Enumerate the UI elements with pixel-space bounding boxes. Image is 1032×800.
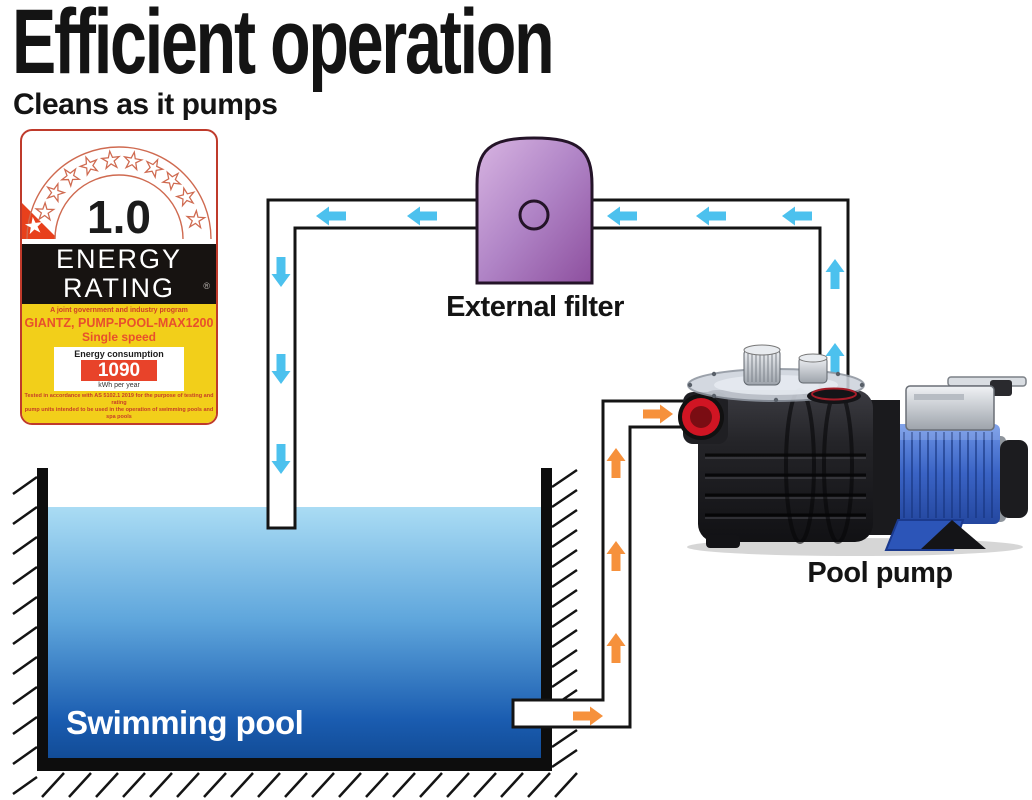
pump-outlet-collar (807, 388, 861, 404)
filter-port-circle (518, 199, 550, 231)
rating-star-icon (122, 149, 144, 171)
rating-star-icon (174, 184, 200, 210)
pool-left-wall (37, 468, 48, 770)
page-title: Efficient operation (12, 0, 555, 93)
energy-rating-band: ENERGY RATING ® (22, 244, 216, 304)
rating-star-icon (141, 155, 167, 180)
registered-trademark-icon: ® (203, 281, 210, 291)
rating-star-icon (185, 208, 208, 231)
rating-value: 1.0 (87, 191, 151, 239)
motor-end-cap (1000, 440, 1028, 518)
rating-star-icon (77, 153, 101, 177)
model-line: GIANTZ, PUMP-POOL-MAX1200 (24, 316, 214, 330)
terminal-box (905, 385, 995, 431)
swimming-pool-label: Swimming pool (66, 704, 304, 741)
pool-pump-label: Pool pump (807, 557, 953, 589)
swimming-pool (12, 468, 578, 798)
energy-label-body: A joint government and industry program … (22, 304, 216, 423)
test-note: Tested in accordance with AS 5102.1 2019… (24, 393, 214, 421)
external-filter-label: External filter (446, 291, 624, 323)
pool-bottom-wall (37, 758, 552, 771)
return-pipe (266, 198, 850, 530)
energy-rating-label: 1.0 ENERGY RATING ® A joint government a… (20, 129, 218, 425)
pool-pump-image (678, 344, 1028, 556)
pool-water (48, 507, 541, 758)
energy-star-arc: 1.0 (22, 146, 212, 332)
consumption-value: 1090 (81, 360, 157, 381)
external-filter (475, 136, 594, 285)
speed-line: Single speed (81, 330, 157, 344)
pool-right-wall (541, 468, 552, 770)
program-line: A joint government and industry program (50, 307, 188, 314)
consumption-unit: kWh per year (98, 382, 140, 389)
rating-word: RATING (63, 273, 175, 303)
energy-word: ENERGY (55, 244, 183, 274)
consumption-box: Energy consumption 1090 kWh per year (54, 347, 184, 391)
ground-hatching (12, 468, 578, 798)
motor-foot (921, 520, 986, 549)
consumption-label: Energy consumption (74, 349, 164, 359)
page-subtitle: Cleans as it pumps (13, 88, 278, 121)
rating-star-icon (100, 149, 121, 170)
